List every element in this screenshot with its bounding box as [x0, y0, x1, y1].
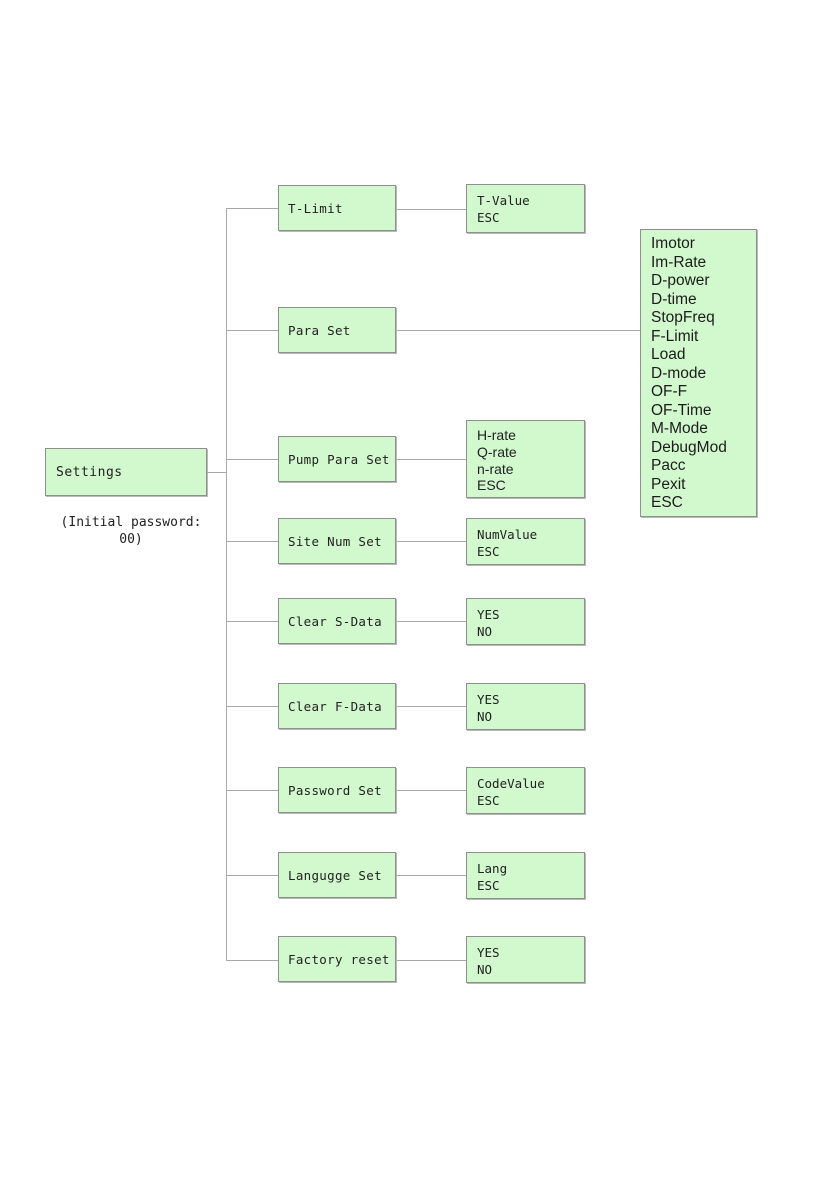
node-settings: Settings — [45, 448, 207, 496]
node-para-set-label: Para Set — [288, 322, 351, 338]
submenu-item: Q-rate — [477, 443, 517, 460]
connector-password-sub — [396, 790, 466, 791]
submenu-item: F-Limit — [651, 327, 699, 345]
note-line-1: (Initial password: — [60, 515, 202, 530]
connector-clear-f-sub — [396, 706, 466, 707]
subnode-clear-f-options: YES NO — [466, 683, 585, 730]
subnode-factory-options: YES NO — [466, 936, 585, 983]
branch-para-set — [226, 330, 278, 331]
branch-factory-reset — [226, 960, 278, 961]
submenu-item: D-power — [651, 272, 710, 289]
branch-langugge-set — [226, 875, 278, 876]
connector-langugge-sub — [396, 875, 466, 876]
node-settings-label: Settings — [56, 464, 123, 480]
note-line-2: 00) — [119, 532, 143, 547]
node-clear-f-data-label: Clear F-Data — [288, 698, 382, 714]
node-factory-reset-label: Factory reset — [288, 951, 390, 967]
submenu-item: DebugMod — [651, 438, 727, 456]
submenu-item: NO — [477, 962, 493, 977]
node-langugge-set-label: Langugge Set — [288, 867, 382, 883]
connector-trunk — [226, 208, 227, 960]
submenu-item: OF-F — [651, 383, 688, 400]
submenu-item: YES — [477, 945, 500, 960]
node-langugge-set: Langugge Set — [278, 852, 396, 898]
node-factory-reset: Factory reset — [278, 936, 396, 982]
submenu-item: Lang — [477, 861, 508, 876]
submenu-item: YES — [477, 607, 500, 622]
submenu-item: Im-Rate — [651, 253, 707, 271]
submenu-item: D-mode — [651, 364, 707, 382]
branch-t-limit — [226, 208, 278, 209]
branch-clear-f-data — [226, 706, 278, 707]
initial-password-note: (Initial password: 00) — [45, 514, 217, 548]
connector-factory-sub — [396, 960, 466, 961]
submenu-item: ESC — [477, 544, 500, 559]
submenu-item: NO — [477, 624, 493, 639]
submenu-item: ESC — [477, 878, 500, 893]
submenu-item: H-rate — [477, 427, 516, 443]
node-t-limit: T-Limit — [278, 185, 396, 231]
node-site-num-set: Site Num Set — [278, 518, 396, 564]
submenu-item: ESC — [477, 793, 500, 808]
node-password-set: Password Set — [278, 767, 396, 813]
submenu-item: ESC — [477, 477, 506, 494]
submenu-item: D-time — [651, 290, 697, 308]
submenu-item: ESC — [651, 494, 683, 511]
submenu-item: NO — [477, 709, 493, 724]
branch-password-set — [226, 790, 278, 791]
subnode-clear-s-options: YES NO — [466, 598, 585, 645]
branch-site-num-set — [226, 541, 278, 542]
submenu-item: Pacc — [651, 457, 686, 474]
connector-root — [207, 472, 226, 473]
submenu-item: Imotor — [651, 235, 695, 252]
submenu-item: OF-Time — [651, 401, 712, 419]
node-site-num-set-label: Site Num Set — [288, 533, 382, 549]
connector-site-sub — [396, 541, 466, 542]
node-para-set: Para Set — [278, 307, 396, 353]
node-password-set-label: Password Set — [288, 782, 382, 798]
node-pump-para-set: Pump Para Set — [278, 436, 396, 482]
connector-t-limit-sub — [396, 209, 466, 210]
node-clear-s-data-label: Clear S-Data — [288, 613, 382, 629]
node-pump-para-set-label: Pump Para Set — [288, 451, 390, 467]
submenu-item: Pexit — [651, 475, 686, 493]
submenu-item: T-Value — [477, 193, 530, 208]
submenu-item: NumValue — [477, 527, 538, 542]
branch-clear-s-data — [226, 621, 278, 622]
node-clear-f-data: Clear F-Data — [278, 683, 396, 729]
submenu-item: StopFreq — [651, 309, 715, 326]
node-t-limit-label: T-Limit — [288, 200, 343, 216]
submenu-item: CodeValue — [477, 776, 545, 791]
submenu-item: M-Mode — [651, 420, 708, 437]
submenu-item: YES — [477, 692, 500, 707]
submenu-item: ESC — [477, 210, 500, 225]
connector-pump-sub — [396, 459, 466, 460]
submenu-item: n-rate — [477, 460, 514, 477]
node-clear-s-data: Clear S-Data — [278, 598, 396, 644]
submenu-item: Load — [651, 346, 686, 363]
connector-para-set-sub — [396, 330, 640, 331]
branch-pump-para-set — [226, 459, 278, 460]
connector-clear-s-sub — [396, 621, 466, 622]
